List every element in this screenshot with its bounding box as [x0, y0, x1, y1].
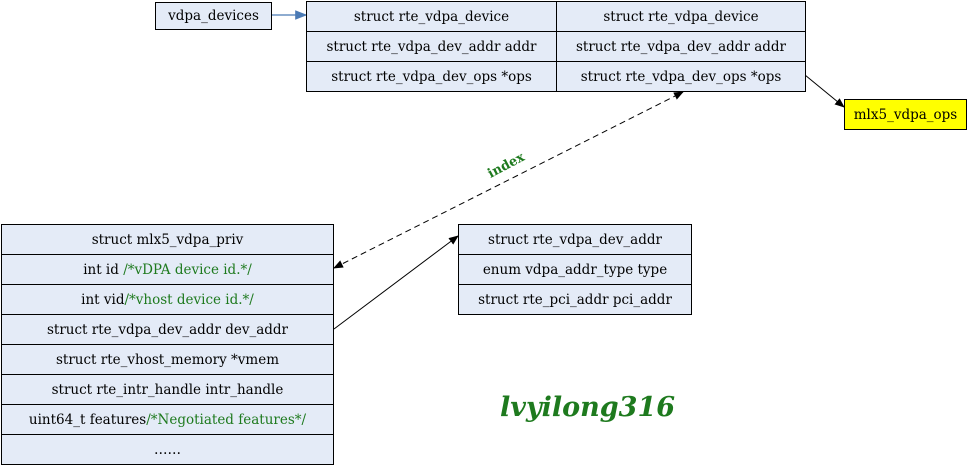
ops-arrow [804, 74, 845, 108]
priv-id-row: int id /*vDPA device id.*/ [2, 255, 333, 285]
priv-title-row: struct mlx5_vdpa_priv [2, 225, 333, 255]
priv-vid-row: int vid/*vhost device id.*/ [2, 285, 333, 315]
device-1-struct-row: struct rte_vdpa_device [557, 2, 805, 32]
priv-intr-handle-row: struct rte_intr_handle intr_handle [2, 375, 333, 405]
priv-vid-code: int vid [81, 291, 125, 308]
dev-addr-type-row: enum vdpa_addr_type type [459, 255, 691, 285]
index-dashed-arrow [333, 91, 684, 269]
priv-features-row: uint64_t features/*Negotiated features*/ [2, 405, 333, 435]
priv-dev-addr-row: struct rte_vdpa_dev_addr dev_addr [2, 315, 333, 345]
priv-id-comment: /*vDPA device id.*/ [123, 261, 252, 278]
vdpa-devices-box: vdpa_devices [155, 2, 272, 30]
rte-vdpa-device-0: struct rte_vdpa_device struct rte_vdpa_d… [306, 1, 557, 92]
device-1-addr-row: struct rte_vdpa_dev_addr addr [557, 32, 805, 62]
dev-addr-title-row: struct rte_vdpa_dev_addr [459, 225, 691, 255]
priv-ellipsis-row: …… [154, 442, 181, 458]
rte-vdpa-device-1: struct rte_vdpa_device struct rte_vdpa_d… [556, 1, 806, 92]
priv-vid-comment: /*vhost device id.*/ [124, 291, 254, 308]
device-1-ops-row: struct rte_vdpa_dev_ops *ops [580, 69, 782, 85]
dev-addr-pci-row: struct rte_pci_addr pci_addr [478, 292, 672, 308]
device-0-struct-row: struct rte_vdpa_device [307, 2, 556, 32]
priv-id-code: int id [83, 261, 124, 278]
mlx5-vdpa-priv: struct mlx5_vdpa_priv int id /*vDPA devi… [1, 224, 334, 465]
priv-vmem-row: struct rte_vhost_memory *vmem [2, 345, 333, 375]
author-watermark: lvyilong316 [500, 392, 676, 423]
priv-features-comment: /*Negotiated features*/ [146, 411, 307, 428]
rte-vdpa-dev-addr-struct: struct rte_vdpa_dev_addr enum vdpa_addr_… [458, 224, 692, 315]
mlx5-vdpa-ops-box: mlx5_vdpa_ops [844, 99, 967, 130]
dev-addr-arrow [333, 235, 459, 330]
priv-features-code: uint64_t features [28, 411, 147, 428]
device-0-addr-row: struct rte_vdpa_dev_addr addr [307, 32, 556, 62]
device-0-ops-row: struct rte_vdpa_dev_ops *ops [331, 69, 532, 85]
